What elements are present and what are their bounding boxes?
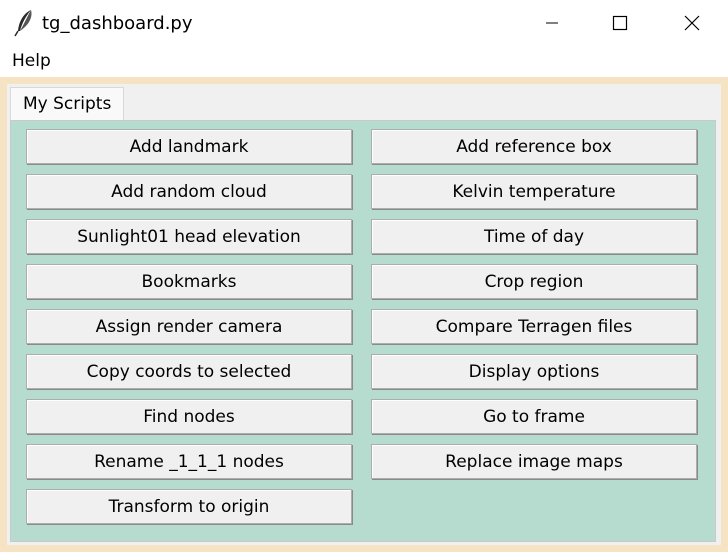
- maximize-icon: [612, 15, 628, 31]
- close-icon: [684, 15, 700, 31]
- feather-icon: [12, 9, 36, 37]
- rename-nodes-button[interactable]: Rename _1_1_1 nodes: [26, 444, 352, 479]
- minimize-button[interactable]: [524, 0, 580, 46]
- maximize-button[interactable]: [592, 0, 648, 46]
- display-options-button[interactable]: Display options: [371, 354, 697, 389]
- crop-region-button[interactable]: Crop region: [371, 264, 697, 299]
- time-of-day-button[interactable]: Time of day: [371, 219, 697, 254]
- title-bar: tg_dashboard.py: [0, 0, 728, 46]
- main-frame: My Scripts Add landmark Add random cloud…: [0, 77, 728, 552]
- minimize-icon: [546, 22, 558, 24]
- scripts-panel: Add landmark Add random cloud Sunlight01…: [10, 120, 716, 542]
- kelvin-temperature-button[interactable]: Kelvin temperature: [371, 174, 697, 209]
- compare-terragen-files-button[interactable]: Compare Terragen files: [371, 309, 697, 344]
- window-title: tg_dashboard.py: [42, 13, 193, 34]
- menu-bar: Help: [0, 46, 728, 76]
- sunlight-head-elevation-button[interactable]: Sunlight01 head elevation: [26, 219, 352, 254]
- add-reference-box-button[interactable]: Add reference box: [371, 129, 697, 164]
- close-button[interactable]: [664, 0, 720, 46]
- copy-coords-button[interactable]: Copy coords to selected: [26, 354, 352, 389]
- go-to-frame-button[interactable]: Go to frame: [371, 399, 697, 434]
- find-nodes-button[interactable]: Find nodes: [26, 399, 352, 434]
- notebook: My Scripts Add landmark Add random cloud…: [7, 84, 721, 545]
- assign-render-camera-button[interactable]: Assign render camera: [26, 309, 352, 344]
- bookmarks-button[interactable]: Bookmarks: [26, 264, 352, 299]
- menu-help[interactable]: Help: [12, 51, 51, 71]
- replace-image-maps-button[interactable]: Replace image maps: [371, 444, 697, 479]
- add-landmark-button[interactable]: Add landmark: [26, 129, 352, 164]
- transform-to-origin-button[interactable]: Transform to origin: [26, 489, 352, 524]
- tab-my-scripts[interactable]: My Scripts: [10, 87, 125, 120]
- add-random-cloud-button[interactable]: Add random cloud: [26, 174, 352, 209]
